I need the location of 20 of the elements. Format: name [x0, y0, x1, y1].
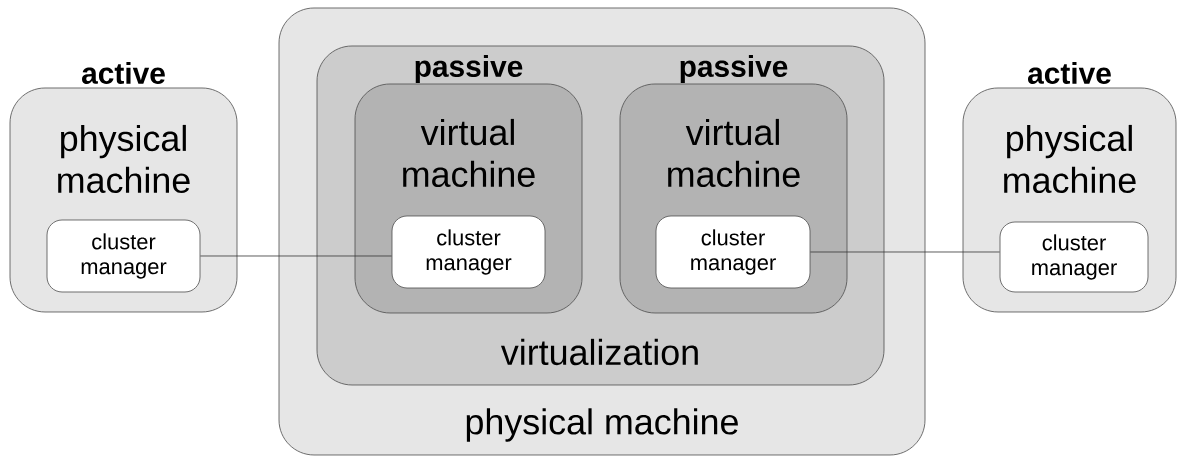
status-label: active	[82, 62, 165, 84]
box-label: virtualization	[500, 338, 698, 366]
box-label: cluster manager	[81, 233, 167, 279]
connector-line	[810, 251, 1000, 253]
manager-box	[46, 219, 201, 293]
manager-box	[391, 215, 546, 289]
box-label: cluster manager	[426, 229, 512, 275]
status-label: passive	[680, 55, 788, 83]
box-label: physical machine	[466, 408, 738, 442]
status-label: active	[1028, 62, 1111, 84]
status-label: passive	[415, 55, 523, 83]
box-label: virtual machine	[668, 118, 800, 188]
connector-line	[200, 255, 392, 257]
manager-box	[999, 221, 1149, 293]
box-label: physical machine	[1004, 124, 1136, 194]
box-label: cluster manager	[691, 229, 776, 275]
box-label: virtual machine	[403, 118, 535, 188]
box-label: physical machine	[58, 124, 190, 194]
manager-box	[655, 215, 811, 289]
box-label: cluster manager	[1032, 234, 1117, 280]
